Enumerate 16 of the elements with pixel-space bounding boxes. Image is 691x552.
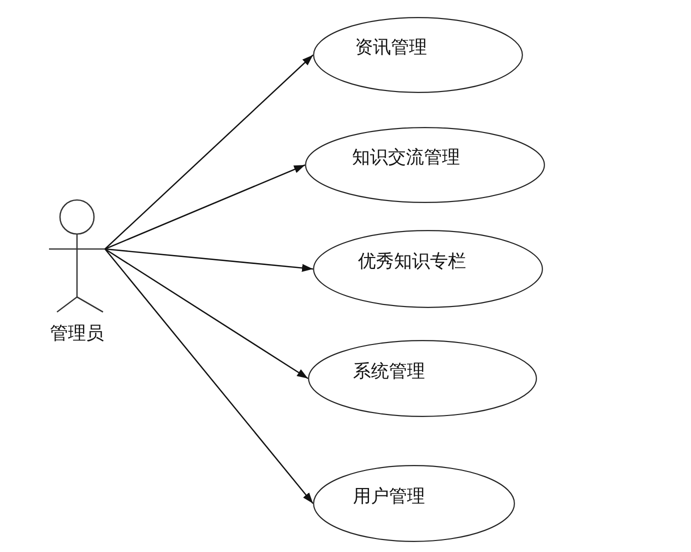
use-case-ellipse [313, 465, 515, 542]
arrow [104, 248, 314, 272]
arrow [104, 248, 314, 504]
use-case-label: 优秀知识专栏 [358, 251, 466, 273]
use-case-ellipse [308, 340, 537, 417]
actor-label: 管理员 [50, 324, 104, 344]
use-case-label: 系统管理 [353, 360, 425, 382]
arrow [104, 54, 314, 250]
arrow [104, 164, 306, 250]
use-case-label: 资讯管理 [355, 37, 427, 59]
use-case-label: 知识交流管理 [352, 147, 460, 169]
use-case-ellipse [313, 17, 523, 93]
arrow [104, 248, 308, 380]
use-case-ellipse [313, 230, 543, 308]
use-case-ellipse [305, 127, 545, 203]
use-case-label: 用户管理 [353, 486, 425, 508]
